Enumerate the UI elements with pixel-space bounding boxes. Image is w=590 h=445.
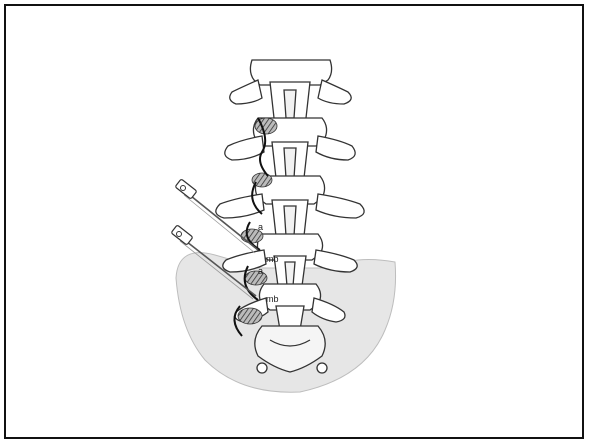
label-upper-mb: mb xyxy=(266,254,279,264)
vertebra-l1 xyxy=(230,60,351,122)
vertebra-l3 xyxy=(216,176,364,240)
label-upper-a: a xyxy=(258,222,263,232)
label-lower-mb: mb xyxy=(266,294,279,304)
label-lower-a: a xyxy=(258,266,263,276)
vertebra-l2 xyxy=(225,118,355,182)
